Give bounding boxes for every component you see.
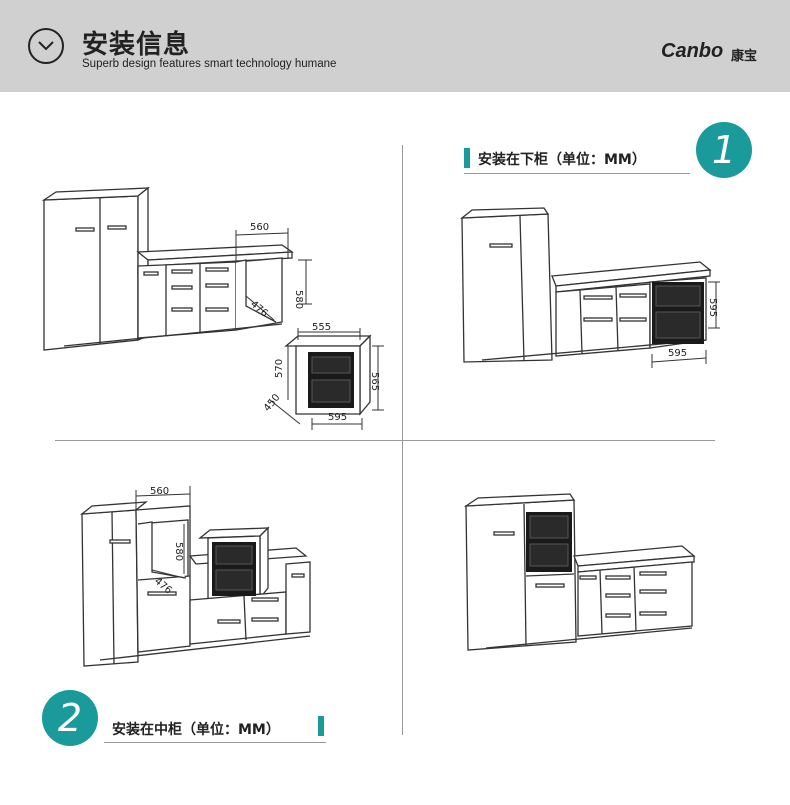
section2-underline (104, 742, 326, 743)
dim-bl-height: 580 (173, 542, 184, 561)
section2-number-badge: 2 (42, 690, 98, 746)
section1-number-badge: 1 (696, 122, 752, 178)
page-title: 安装信息 (82, 30, 191, 60)
brand-logo: Canbo (661, 40, 724, 62)
header-banner (0, 0, 790, 92)
dim-tl-unit-top: 555 (312, 322, 331, 333)
section2-marker (318, 716, 324, 736)
dim-tl-cab-width: 560 (250, 222, 269, 233)
dim-tl-unit-left: 570 (274, 359, 285, 378)
dim-tr-height: 595 (707, 298, 718, 317)
section1-marker (464, 148, 470, 168)
section1-label: 安装在下柜（单位：MM） (478, 152, 646, 168)
section2-label: 安装在中柜（单位：MM） (112, 722, 280, 738)
brand-logo-cn: 康宝 (731, 49, 758, 64)
section1-underline (464, 173, 690, 174)
dim-tl-unit-right: 565 (369, 372, 380, 391)
horizontal-divider (55, 440, 715, 441)
chevron-down-icon[interactable] (28, 28, 64, 64)
dim-bl-width: 560 (150, 486, 169, 497)
page-subtitle: Superb design features smart technology … (82, 58, 337, 70)
dim-tl-cab-height: 580 (293, 290, 304, 309)
dim-tl-unit-bottom: 595 (328, 412, 347, 423)
dim-tr-width: 595 (668, 348, 687, 359)
